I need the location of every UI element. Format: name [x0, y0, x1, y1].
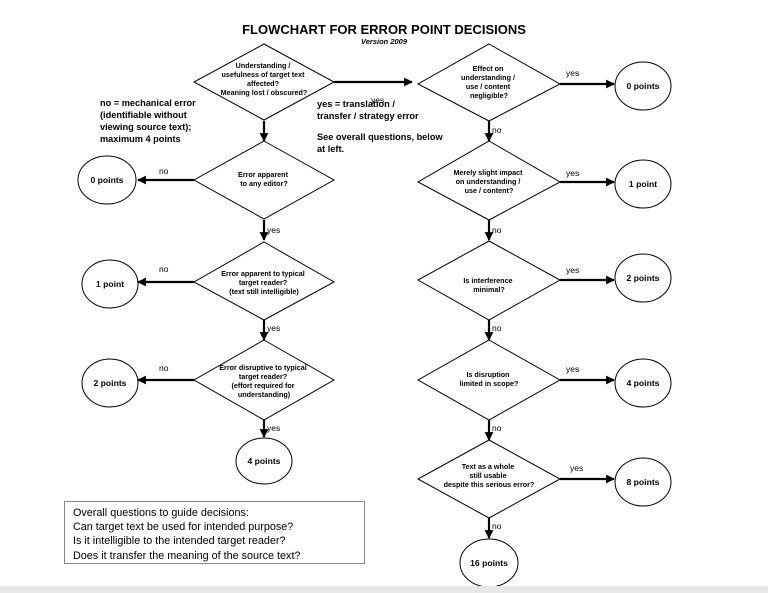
note-see-overall: See overall questions, below at left. — [317, 132, 445, 154]
decision-interference: Is interference minimal? — [416, 240, 562, 321]
decision-effect-label: Effect on understanding / use / content … — [461, 64, 517, 100]
decision-disruptive-label: Error disruptive to typical target reade… — [219, 363, 308, 399]
edge-label-yes: yes — [566, 364, 579, 374]
decision-effect: Effect on understanding / use / content … — [416, 43, 562, 122]
decision-apparent-editor-label: Error apparent to any editor? — [238, 170, 290, 188]
overall-question-transfer: Does it transfer the meaning of the sour… — [73, 549, 301, 562]
result-left-0-points: 0 points — [77, 155, 137, 205]
edge-label-no: no — [492, 521, 502, 531]
edge-label-yes: yes — [566, 265, 579, 275]
result-right-0-points: 0 points — [614, 61, 672, 111]
decision-slight: Merely slight impact on understanding / … — [416, 140, 562, 221]
decision-apparent-reader-label: Error apparent to typical target reader?… — [221, 269, 306, 296]
edge-label-no: no — [159, 363, 169, 373]
edge-label-yes: yes — [267, 423, 280, 433]
result-right-4-points: 4 points — [614, 358, 672, 408]
decision-slight-label: Merely slight impact on understanding / … — [453, 168, 524, 195]
decision-understanding-label: Understanding / usefulness of target tex… — [221, 61, 308, 97]
edge-label-yes: yes — [371, 95, 384, 105]
chart-title: FLOWCHART FOR ERROR POINT DECISIONS — [242, 22, 526, 37]
svg-text:1 point: 1 point — [96, 279, 124, 289]
edge-label-yes: yes — [570, 463, 583, 473]
result-right-2-points: 2 points — [614, 253, 672, 303]
edge-label-no: no — [159, 264, 169, 274]
overall-questions-box: Overall questions to guide decisions: Ca… — [64, 501, 365, 564]
overall-question-purpose: Can target text be used for intended pur… — [73, 521, 294, 534]
decision-interference-label: Is interference minimal? — [463, 276, 514, 294]
edge-label-yes: yes — [267, 323, 280, 333]
svg-text:16 points: 16 points — [470, 558, 508, 568]
svg-text:8 points: 8 points — [627, 477, 660, 487]
svg-text:0 points: 0 points — [91, 175, 124, 185]
edge-label-yes: yes — [267, 225, 280, 235]
edge-label-yes: yes — [566, 168, 579, 178]
edge-label-no: no — [492, 225, 502, 235]
decision-disruption-label: Is disruption limited in scope? — [460, 370, 519, 388]
overall-question-intelligible: Is it intelligible to the intended targe… — [73, 535, 286, 548]
result-right-16-points: 16 points — [459, 538, 519, 586]
edge-label-no: no — [492, 423, 502, 433]
decision-disruption: Is disruption limited in scope? — [416, 339, 562, 421]
svg-text:0 points: 0 points — [627, 81, 660, 91]
chart-version: Version 2009 — [361, 37, 408, 46]
result-right-1-point: 1 point — [614, 159, 672, 209]
decision-understanding: Understanding / usefulness of target tex… — [192, 43, 336, 121]
svg-text:2 points: 2 points — [94, 378, 127, 388]
result-left-2-points: 2 points — [81, 358, 139, 408]
edge-label-no: no — [492, 323, 502, 333]
note-mechanical-error: no = mechanical error (identifiable with… — [100, 98, 198, 144]
decision-apparent-reader: Error apparent to typical target reader?… — [192, 241, 336, 321]
overall-questions-heading: Overall questions to guide decisions: — [73, 507, 249, 519]
note-translation-error: yes = translation / transfer / strategy … — [317, 99, 419, 121]
edge-label-no: no — [159, 166, 169, 176]
edge-label-no: no — [492, 125, 502, 135]
svg-text:1 point: 1 point — [629, 179, 657, 189]
decision-apparent-editor: Error apparent to any editor? — [192, 140, 336, 220]
svg-text:2 points: 2 points — [627, 273, 660, 283]
svg-text:4 points: 4 points — [627, 378, 660, 388]
svg-text:4 points: 4 points — [248, 456, 281, 466]
result-left-1-point: 1 point — [81, 259, 139, 309]
decision-disruptive: Error disruptive to typical target reade… — [192, 339, 336, 421]
result-right-8-points: 8 points — [614, 457, 672, 507]
result-left-4-points: 4 points — [235, 437, 293, 485]
decision-whole-label: Text as a whole still usable despite thi… — [444, 462, 535, 489]
decision-whole: Text as a whole still usable despite thi… — [416, 439, 562, 519]
edge-label-yes: yes — [566, 68, 579, 78]
